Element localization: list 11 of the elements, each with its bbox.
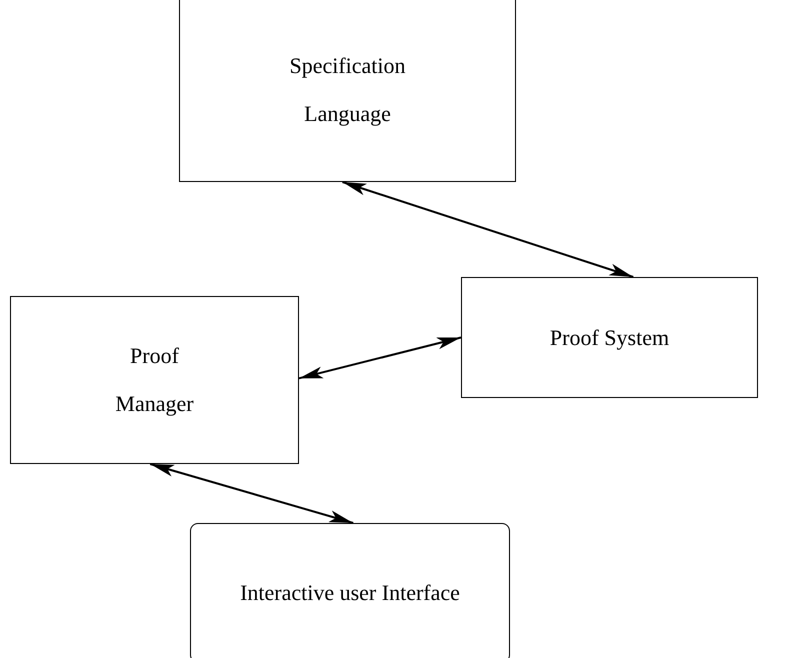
process-box [461,277,758,398]
rounded-box [190,523,510,658]
process-box [179,0,516,182]
double-arrow [298,336,462,380]
node-label: Specification Language [288,52,407,128]
node-label: Interactive user Interface [240,579,460,607]
process-box [10,296,299,464]
node-label: Proof Manager [114,342,195,418]
node-label: Proof System [550,324,670,352]
double-arrow [342,181,634,278]
double-arrow [150,463,354,524]
